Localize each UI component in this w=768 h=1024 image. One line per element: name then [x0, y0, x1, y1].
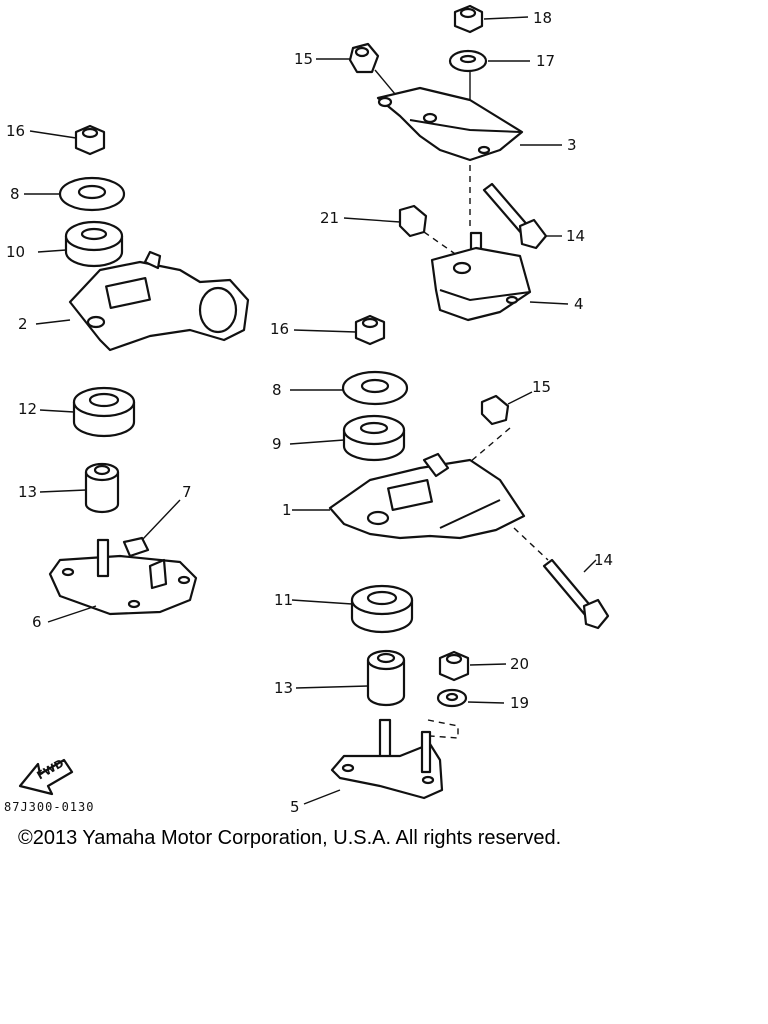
part-18-nut	[453, 4, 529, 34]
callout-18: 18	[533, 9, 553, 27]
part-13-spacer-left	[39, 462, 120, 514]
fwd-arrow-icon	[18, 758, 74, 796]
part-12-grommet	[39, 386, 136, 438]
part-17-washer	[448, 49, 530, 110]
callout-16: 16	[6, 122, 26, 140]
callout-7: 7	[182, 483, 192, 501]
part-20-nut	[438, 650, 507, 682]
copyright-notice: ©2013 Yamaha Motor Corporation, U.S.A. A…	[18, 827, 562, 849]
callout-17: 17	[536, 52, 556, 70]
callout-8: 8	[10, 185, 20, 203]
part-14-bolt-upper	[482, 182, 562, 250]
callout-12: 12	[18, 400, 38, 418]
callout-13: 13	[18, 483, 38, 501]
callout-21: 21	[320, 209, 340, 227]
part-9-bushing	[289, 414, 406, 462]
part-5-plate	[303, 718, 444, 805]
callout-10: 10	[6, 243, 26, 261]
callout-13: 13	[274, 679, 294, 697]
part-16-nut-right	[293, 314, 386, 346]
part-10-bushing	[37, 220, 124, 268]
callout-3: 3	[567, 136, 577, 154]
callout-19: 19	[510, 694, 530, 712]
callout-16: 16	[270, 320, 290, 338]
callout-6: 6	[32, 613, 42, 631]
part-6-plate	[47, 538, 198, 623]
callout-15: 15	[294, 50, 314, 68]
part-15-grommet-right	[469, 391, 533, 463]
part-16-nut-left	[29, 124, 106, 156]
part-19-washer	[427, 688, 505, 739]
callout-14: 14	[566, 227, 586, 245]
part-4-mount	[430, 231, 569, 322]
callout-8: 8	[272, 381, 282, 399]
callout-15: 15	[532, 378, 552, 396]
callout-14: 14	[594, 551, 614, 569]
callout-20: 20	[510, 655, 530, 673]
part-1-bracket	[292, 452, 549, 561]
part-8-washer-left	[24, 176, 126, 212]
part-14-bolt-lower	[542, 558, 610, 630]
part-21-grommet	[343, 204, 479, 271]
callout-2: 2	[18, 315, 28, 333]
callout-5: 5	[290, 798, 300, 816]
callout-1: 1	[282, 501, 292, 519]
part-13-spacer-right	[295, 649, 406, 707]
callout-11: 11	[274, 591, 294, 609]
part-2-bracket	[35, 250, 250, 352]
part-11-grommet	[291, 584, 414, 634]
callout-4: 4	[574, 295, 584, 313]
figure-code: 87J300-0130	[4, 800, 95, 814]
exploded-parts-diagram	[18, 4, 610, 805]
part-8-washer-right	[290, 370, 409, 406]
part-3-bracket	[376, 86, 562, 230]
part-15-grommet-top	[316, 42, 416, 119]
part-7-bracket	[122, 499, 181, 558]
callout-9: 9	[272, 435, 282, 453]
